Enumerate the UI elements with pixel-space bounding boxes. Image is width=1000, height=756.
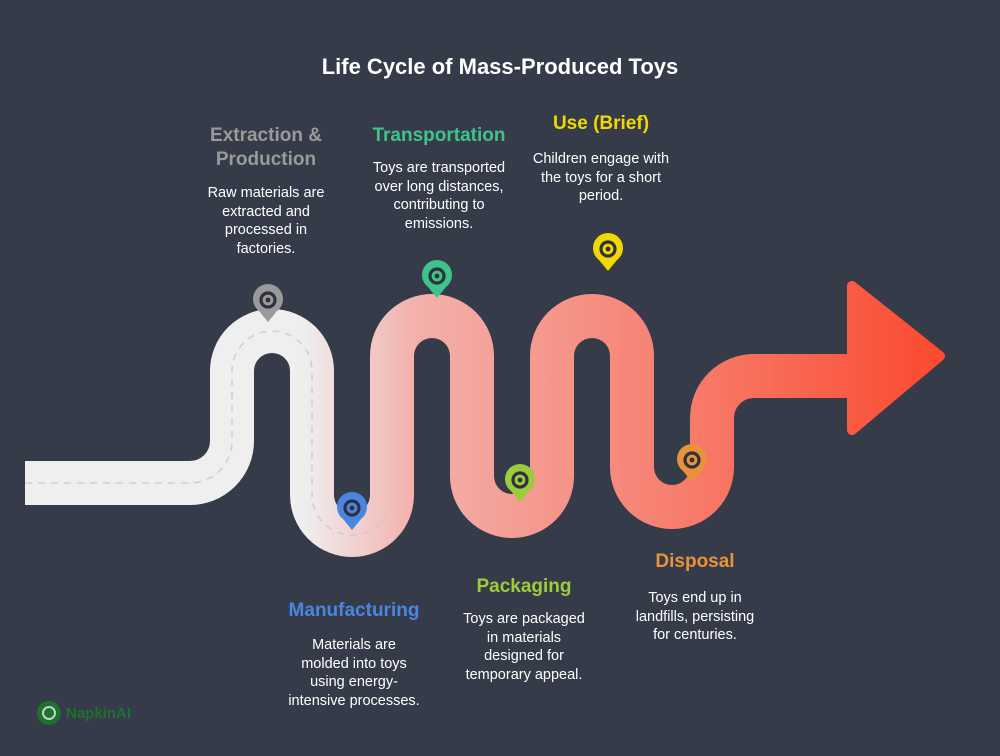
road-path <box>25 294 852 557</box>
step-desc-line: processed in <box>224 222 308 238</box>
step-title-use: Use (Brief) <box>536 112 666 136</box>
location-pin-icon <box>336 492 367 530</box>
location-pin-icon <box>593 233 623 271</box>
step-desc-line: factories. <box>236 240 296 257</box>
step-desc-line: Raw materials are <box>207 185 325 201</box>
step-desc-line: contributing to <box>393 197 485 213</box>
step-desc-line: Materials are <box>312 637 396 653</box>
brand-watermark: NapkinAI <box>36 700 131 726</box>
step-desc-line: designed for <box>484 648 564 664</box>
step-desc-line: landfills, persisting <box>635 608 755 625</box>
step-title-manufacturing: Manufacturing <box>264 599 444 623</box>
step-desc-line: for centuries. <box>653 627 737 643</box>
location-pin-icon <box>505 464 536 502</box>
road-center-line <box>25 330 393 536</box>
step-title-line: Extraction & <box>210 125 322 146</box>
brand-logo-icon <box>37 701 61 725</box>
step-desc-line: the toys for a short <box>540 169 662 186</box>
step-title-packaging: Packaging <box>444 575 604 599</box>
step-desc-use: Children engage with the toys for a shor… <box>511 150 691 206</box>
step-desc-line: molded into toys <box>301 655 407 672</box>
step-title-line: Use (Brief) <box>552 113 650 134</box>
step-desc-packaging: Toys are packaged in materials designed … <box>429 610 619 684</box>
step-desc-line: period. <box>578 188 624 204</box>
step-desc-line: over long distances, <box>374 178 504 195</box>
step-title-disposal: Disposal <box>625 550 765 574</box>
step-desc-disposal: Toys end up in landfills, persisting for… <box>605 589 785 645</box>
brand-name: NapkinAI <box>66 704 132 722</box>
step-desc-line: emissions. <box>404 215 474 232</box>
location-pin-icon <box>422 260 453 298</box>
step-desc-line: Children engage with <box>532 151 670 167</box>
step-desc-line: intensive processes. <box>288 692 420 709</box>
step-desc-transportation: Toys are transported over long distances… <box>344 159 534 233</box>
step-title-line: Production <box>215 149 317 170</box>
step-title-line: Disposal <box>655 551 735 572</box>
location-pin-icon <box>677 444 708 482</box>
step-desc-line: Toys are transported <box>372 160 506 176</box>
step-desc-line: temporary appeal. <box>465 666 583 683</box>
step-desc-line: using energy- <box>310 674 398 690</box>
step-desc-line: Toys are packaged <box>463 611 585 627</box>
step-desc-line: in materials <box>486 629 562 646</box>
road-arrowhead <box>847 281 945 435</box>
step-title-extraction: Extraction & Production <box>186 124 346 172</box>
step-title-line: Manufacturing <box>288 600 420 621</box>
step-title-transportation: Transportation <box>354 124 524 148</box>
step-desc-manufacturing: Materials are molded into toys using ene… <box>259 636 449 710</box>
step-title-line: Packaging <box>476 576 572 597</box>
step-desc-extraction: Raw materials are extracted and processe… <box>181 184 351 258</box>
step-desc-line: extracted and <box>222 203 310 220</box>
diagram-title: Life Cycle of Mass-Produced Toys <box>321 54 679 79</box>
location-pin-icon <box>253 283 284 322</box>
step-desc-line: Toys end up in <box>648 590 742 606</box>
step-title-line: Transportation <box>372 125 506 146</box>
